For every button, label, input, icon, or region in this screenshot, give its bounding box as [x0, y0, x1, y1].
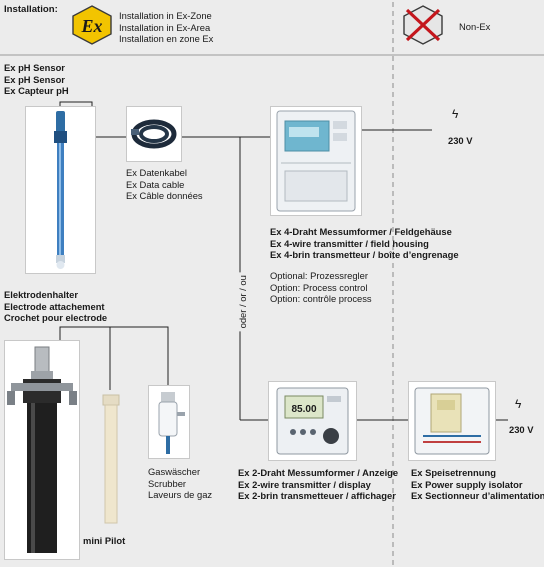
sensor-label-line-2: Ex pH Sensor [4, 73, 65, 85]
sensor-label-line-1: Ex pH Sensor [4, 62, 65, 73]
sensor-cable-line [59, 101, 126, 138]
scrubber-image [148, 385, 190, 459]
transmitter4-label-line-3: Ex 4-brin transmetteur / boîte d’engrena… [270, 249, 459, 261]
cable-label-line-2: Ex Data cable [126, 178, 185, 190]
holder-label-line-1: Elektrodenhalter [4, 289, 78, 300]
holder-branch-scrubber [110, 326, 169, 385]
holder-label-line-2: Electrode attachement [4, 300, 105, 312]
header-title: Installation: [4, 4, 58, 15]
transmitter2-label-line-3: Ex 2-brin transmetteuer / affichager [238, 490, 396, 502]
cable-label-line-3: Ex Câble données [126, 190, 203, 202]
power-top-label: 230 V [448, 135, 473, 146]
or-label: oder / or / ou [236, 272, 249, 332]
scrubber-label: Gaswäscher Scrubber Laveurs de gaz [148, 466, 212, 501]
transmitter2-label-line-2: Ex 2-wire transmitter / display [238, 478, 371, 490]
cable-label: Ex Datenkabel Ex Data cable Ex Câble don… [126, 167, 203, 202]
power-bottom-icon: ϟ [515, 397, 522, 411]
holder-label-line-3: Crochet pour electrode [4, 312, 108, 324]
transmitter4-optional-line-2: Option: Process control [270, 281, 368, 293]
sensor-label-line-3: Ex Capteur pH [4, 85, 69, 97]
non-ex-label: Non-Ex [459, 21, 491, 32]
isolator-label-line-2: Ex Power supply isolator [411, 478, 523, 490]
transmitter4-label-line-1: Ex 4-Draht Messumformer / Feldgehäuse [270, 226, 452, 237]
ex-zone-icon: Ex [72, 5, 112, 45]
ex-zone-line-2: Installation in Ex-Area [119, 21, 211, 33]
non-ex-icon [403, 5, 443, 45]
minipilot-image [84, 390, 136, 530]
ex-symbol: Ex [80, 16, 102, 36]
scrubber-label-line-3: Laveurs de gaz [148, 489, 213, 501]
ex-zone-line-3: Installation en zone Ex [119, 33, 214, 45]
ex-zone-line-1: Installation in Ex-Zone [119, 10, 212, 21]
minipilot-label: mini Pilot [83, 535, 126, 546]
holder-label: Elektrodenhalter Electrode attachement C… [4, 289, 107, 324]
power-top-icon: ϟ [452, 107, 459, 121]
transmitter-2wire-image: 85.00 [268, 381, 357, 461]
scrubber-label-line-2: Scrubber [148, 477, 187, 489]
transmitter4-label-line-2: Ex 4-wire transmitter / field housing [270, 237, 429, 249]
isolator-label: Ex Speisetrennung Ex Power supply isolat… [411, 467, 544, 502]
electrode-holder-image [4, 340, 80, 560]
isolator-label-line-1: Ex Speisetrennung [411, 467, 496, 478]
transmitter2-label-line-1: Ex 2-Draht Messumformer / Anzeige [238, 467, 399, 478]
transmitter4-label: Ex 4-Draht Messumformer / Feldgehäuse Ex… [270, 226, 459, 261]
transmitter-4wire-image [270, 106, 362, 216]
transmitter4-optional-line-3: Option: contrôle process [270, 293, 372, 305]
sensor-label: Ex pH Sensor Ex pH Sensor Ex Capteur pH [4, 62, 69, 97]
transmitter4-optional: Optional: Prozessregler Option: Process … [270, 270, 372, 305]
ph-sensor-image [25, 106, 96, 274]
transmitter2-label: Ex 2-Draht Messumformer / Anzeige Ex 2-w… [238, 467, 398, 502]
data-cable-image [126, 106, 182, 162]
transmitter4-optional-line-1: Optional: Prozessregler [270, 270, 368, 281]
power-bottom-label: 230 V [509, 424, 534, 435]
isolator-label-line-3: Ex Sectionneur d’alimentation [411, 490, 544, 502]
cable-label-line-1: Ex Datenkabel [126, 167, 187, 178]
power-isolator-image [408, 381, 496, 461]
scrubber-label-line-1: Gaswäscher [148, 466, 201, 477]
transmitter2-display-value: 85.00 [291, 404, 316, 415]
ex-zone-text: Installation in Ex-Zone Installation in … [119, 10, 213, 45]
